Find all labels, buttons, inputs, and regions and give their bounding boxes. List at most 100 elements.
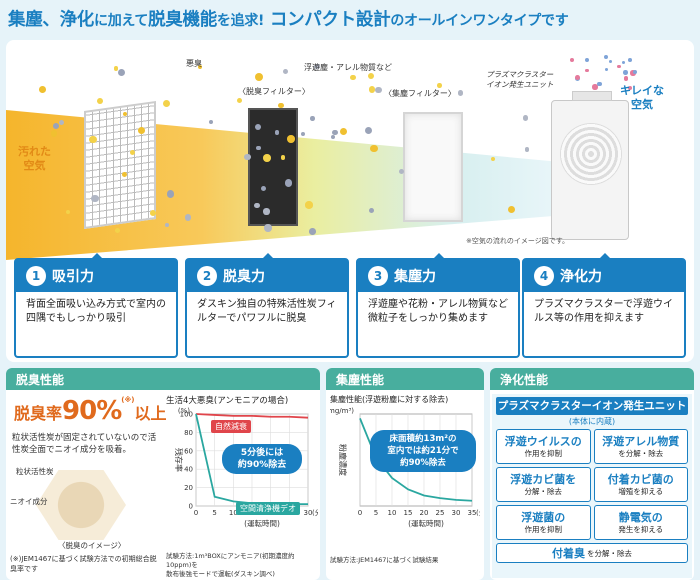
particle-dot xyxy=(254,124,261,131)
particle-dot xyxy=(284,179,292,187)
plasma-unit-sub: (本体に内蔵) xyxy=(568,417,616,426)
particle-dot xyxy=(208,119,214,124)
purify-item: 浮遊菌の作用を抑制 xyxy=(496,505,591,540)
particle-dot xyxy=(375,86,382,94)
x-tick-label: 15 xyxy=(404,509,413,517)
deodor-section: 脱臭性能 脱臭率90%(※)以上 粒状活性炭が固定されていないので活性炭全面でニ… xyxy=(6,368,320,580)
ion-dot xyxy=(622,60,626,65)
particle-dot xyxy=(163,100,171,108)
dust-header: 集塵性能 xyxy=(326,368,484,390)
odor-label: 悪臭 xyxy=(186,59,202,68)
card-number: 1 xyxy=(26,266,46,286)
particle-dot xyxy=(164,222,169,227)
particle-dot xyxy=(309,228,316,235)
headline: 集塵、浄化に加えて脱臭機能を追求! コンパクト設計のオールインワンタイプです xyxy=(8,6,698,31)
purify-item: 浮遊カビ菌を分解・除去 xyxy=(496,467,591,502)
plasma-unit-title: プラズマクラスターイオン発生ユニット xyxy=(496,397,688,415)
dust-filter-image xyxy=(403,112,463,222)
headline-part5: コンパクト設計 xyxy=(269,10,391,30)
ion-dot xyxy=(585,58,590,63)
dust-callout: 床面積約13m²の 室内では約21分で 約90%除去 xyxy=(370,430,476,472)
card-title: 浄化力 xyxy=(560,269,602,285)
purify-item: 付着カビ菌の増殖を抑える xyxy=(593,467,688,502)
ion-dot xyxy=(617,64,621,69)
x-tick-label: 25 xyxy=(436,509,445,517)
x-tick-label: 5 xyxy=(212,509,216,517)
headline-part1: 集塵、浄化 xyxy=(8,10,94,30)
purify-item: 浮遊アレル物質を分解・除去 xyxy=(593,429,688,464)
y-tick-label: 40 xyxy=(184,466,193,474)
x-tick-label: 5 xyxy=(374,509,378,517)
img-caption: 〈脱臭のイメージ〉 xyxy=(58,541,126,550)
deodor-filter-label: 〈脱臭フィルター〉 xyxy=(238,87,310,96)
ion-dot xyxy=(608,59,612,63)
rate-prefix: 脱臭率 xyxy=(14,404,63,423)
x-tick-label: 30 xyxy=(304,509,313,517)
particle-dot xyxy=(274,130,279,135)
particle-dot xyxy=(91,194,99,203)
x-tick-label: 10 xyxy=(229,509,238,517)
card-number: 4 xyxy=(534,266,554,286)
legend-natural: 自然減衰 xyxy=(211,420,251,433)
plasma-unit-label: プラズマクラスター イオン発生ユニット xyxy=(486,70,554,89)
ion-dot xyxy=(623,70,628,75)
particle-dot xyxy=(96,98,103,104)
particle-dot xyxy=(522,115,529,121)
purify-item: 静電気の発生を抑える xyxy=(593,505,688,540)
odor-callout: 5分後には 約90%除去 xyxy=(222,444,302,474)
rate-mark: (※) xyxy=(121,396,135,404)
particle-dot xyxy=(457,90,464,96)
x-tick-label: 10 xyxy=(388,509,397,517)
deodor-header: 脱臭性能 xyxy=(6,368,320,390)
plasma-unit-panel: プラズマクラスターイオン発生ユニット (本体に内蔵) 浮遊ウイルスの作用を抑制 … xyxy=(492,394,692,578)
purify-item-wide: 付着臭を分解・除去 xyxy=(496,543,688,563)
y-axis-unit: (mg/m³) xyxy=(330,407,354,415)
y-axis-label: 残存率 xyxy=(174,448,184,472)
ion-dot xyxy=(628,85,633,90)
particle-dot xyxy=(350,74,357,81)
particle-dot xyxy=(368,86,376,93)
deodor-rate: 脱臭率90%(※)以上 xyxy=(14,396,166,426)
y-tick-label: 80 xyxy=(184,429,193,437)
particle-dot xyxy=(365,126,373,134)
deodor-footnote: (※)JEM1467に基づく試験方法での初期総合脱臭率です xyxy=(10,555,157,573)
particle-dot xyxy=(332,129,338,135)
ion-dot xyxy=(630,70,636,76)
particle-dot xyxy=(244,153,251,161)
airflow-diagram: 悪臭 浮遊塵・アレル物質など 〈脱臭フィルター〉 〈集塵フィルター〉 プラズマク… xyxy=(6,40,694,362)
x-axis-unit: (分) xyxy=(312,508,318,517)
particle-dot xyxy=(339,128,347,136)
ion-dot xyxy=(604,68,609,72)
particle-dot xyxy=(507,206,515,214)
particle-dot xyxy=(300,131,306,137)
particle-dot xyxy=(236,97,243,104)
y-tick-label: 0 xyxy=(189,503,193,511)
y-axis-unit: (%) xyxy=(178,407,190,415)
particle-dot xyxy=(256,146,261,151)
particle-dot xyxy=(50,130,58,137)
flow-note: ※空気の流れのイメージ図です。 xyxy=(466,237,570,245)
odor-chart-note: 試験方法:1m³BOXにアンモニア(初期濃度約10ppm)を 散布後強モードで運… xyxy=(166,552,295,578)
purifier-unit-image xyxy=(551,91,629,240)
ion-dot xyxy=(569,58,574,63)
x-axis-label: (運転時間) xyxy=(244,519,280,528)
headline-part4: を追求! xyxy=(216,13,265,29)
particle-dot xyxy=(369,207,375,213)
particle-dot xyxy=(263,208,270,215)
particle-dot xyxy=(263,154,271,162)
particle-dot xyxy=(305,201,313,209)
ion-dot xyxy=(628,57,632,62)
particle-dot xyxy=(264,224,272,232)
ion-dot xyxy=(633,70,638,75)
particle-dot xyxy=(287,135,295,143)
x-tick-label: 0 xyxy=(194,509,198,517)
intake-grill-image xyxy=(84,100,156,230)
particle-dot xyxy=(370,144,378,153)
rate-suffix: 以上 xyxy=(134,404,167,423)
particle-dot xyxy=(150,210,156,217)
ion-dot xyxy=(623,76,629,81)
particle-dot xyxy=(310,116,316,121)
